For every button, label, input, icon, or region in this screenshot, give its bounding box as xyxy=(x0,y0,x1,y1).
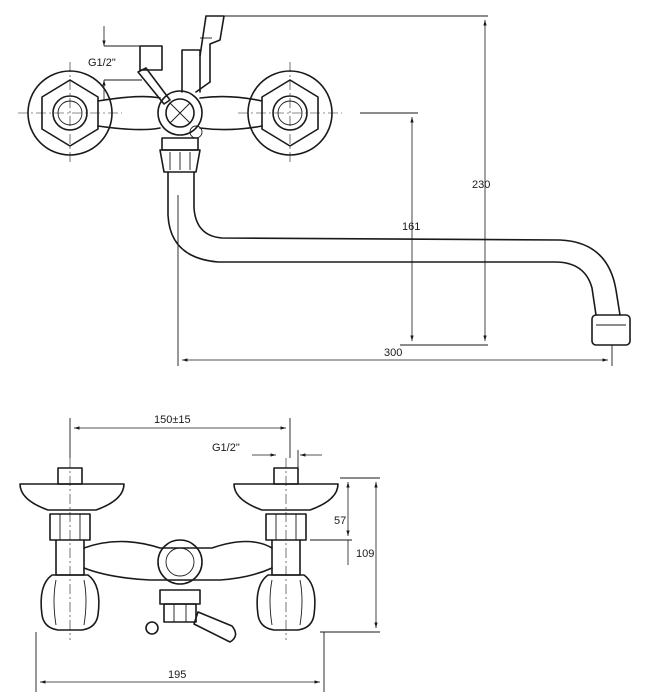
dim-300-label: 300 xyxy=(384,347,402,359)
left-connector xyxy=(19,458,125,640)
dim-109-label: 109 xyxy=(356,548,374,560)
mixer-body xyxy=(97,90,263,139)
dim-161-label: 161 xyxy=(402,221,420,233)
left-valve-handle xyxy=(18,62,122,164)
dim-230-label: 230 xyxy=(472,179,490,191)
top-thread-label: G1/2" xyxy=(88,57,116,69)
top-thread-dimension: G1/2" xyxy=(88,26,142,100)
bottom-thread-dimension: G1/2" xyxy=(212,442,322,468)
spout-nut xyxy=(159,137,201,173)
bottom-thread-label: G1/2" xyxy=(212,442,240,454)
bottom-view-faucet: 150±15 G1/2" 57 109 195 xyxy=(19,414,380,692)
right-connector xyxy=(233,458,339,640)
diverter-lever xyxy=(137,45,171,105)
dim-height-spout: 161 xyxy=(402,117,420,341)
dim-height: 109 xyxy=(356,482,378,628)
front-mixer-body xyxy=(83,539,273,585)
front-spout-nut xyxy=(145,589,237,643)
dim-upper: 57 xyxy=(334,482,350,565)
dim-150-label: 150±15 xyxy=(154,414,191,426)
spout-pipe xyxy=(167,171,631,346)
dim-57-label: 57 xyxy=(334,515,346,527)
dim-height-total: 230 xyxy=(472,20,490,341)
dim-width: 195 xyxy=(40,669,320,684)
dim-195-label: 195 xyxy=(168,669,186,681)
right-valve-handle xyxy=(238,62,342,164)
dim-center-distance: 150±15 xyxy=(74,414,286,430)
dim-spout-length: 300 xyxy=(182,347,608,362)
shower-outlet xyxy=(181,15,225,93)
top-view-faucet: G1/2" 230 161 300 xyxy=(18,15,631,366)
